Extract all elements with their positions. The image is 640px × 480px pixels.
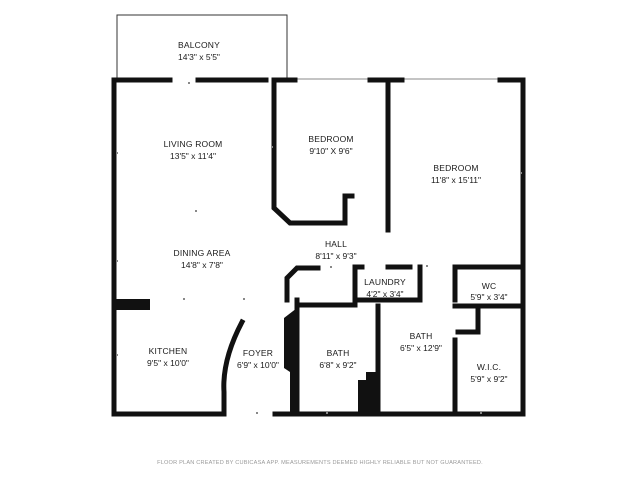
disclaimer-footer: FLOOR PLAN CREATED BY CUBICASA APP. MEAS…	[157, 460, 483, 466]
room-name: W.I.C.	[476, 362, 502, 372]
balcony-outline	[116, 14, 288, 78]
wall-blocks	[114, 299, 380, 416]
room-dimensions: 14'3" x 5'5"	[178, 52, 220, 62]
door-marks	[116, 82, 522, 414]
room-dimensions: 5'9" x 3'4"	[470, 292, 508, 302]
room-dimensions: 5'9" x 9'2"	[470, 374, 508, 384]
room-name: BEDROOM	[433, 163, 479, 173]
room-dimensions: 14'8" x 7'8"	[181, 260, 223, 270]
room-name: BATH	[326, 348, 350, 358]
room-dimensions: 6'9" x 10'0"	[237, 360, 279, 370]
room-name: KITCHEN	[148, 346, 188, 356]
room-name: HALL	[324, 239, 348, 249]
room-name: BATH	[409, 331, 433, 341]
room-name: LAUNDRY	[364, 277, 406, 287]
room-name: FOYER	[242, 348, 274, 358]
room-dimensions: 11'8" x 15'11"	[430, 175, 482, 185]
room-dimensions: 9'10" X 9'6"	[309, 146, 353, 156]
room-dimensions: 8'11" x 9'3"	[315, 251, 357, 261]
room-dimensions: 6'8" x 9'2"	[319, 360, 357, 370]
room-name: BEDROOM	[308, 134, 354, 144]
room-name: BALCONY	[177, 40, 221, 50]
room-dimensions: 6'5" x 12'9"	[400, 343, 442, 353]
room-dimensions: 13'5" x 11'4"	[170, 151, 216, 161]
room-name: LIVING ROOM	[163, 139, 223, 149]
room-name: DINING AREA	[173, 248, 231, 258]
room-name: WC	[481, 281, 497, 291]
room-dimensions: 9'5" x 10'0"	[147, 358, 189, 368]
room-dimensions: 4'2" x 3'4"	[366, 289, 404, 299]
